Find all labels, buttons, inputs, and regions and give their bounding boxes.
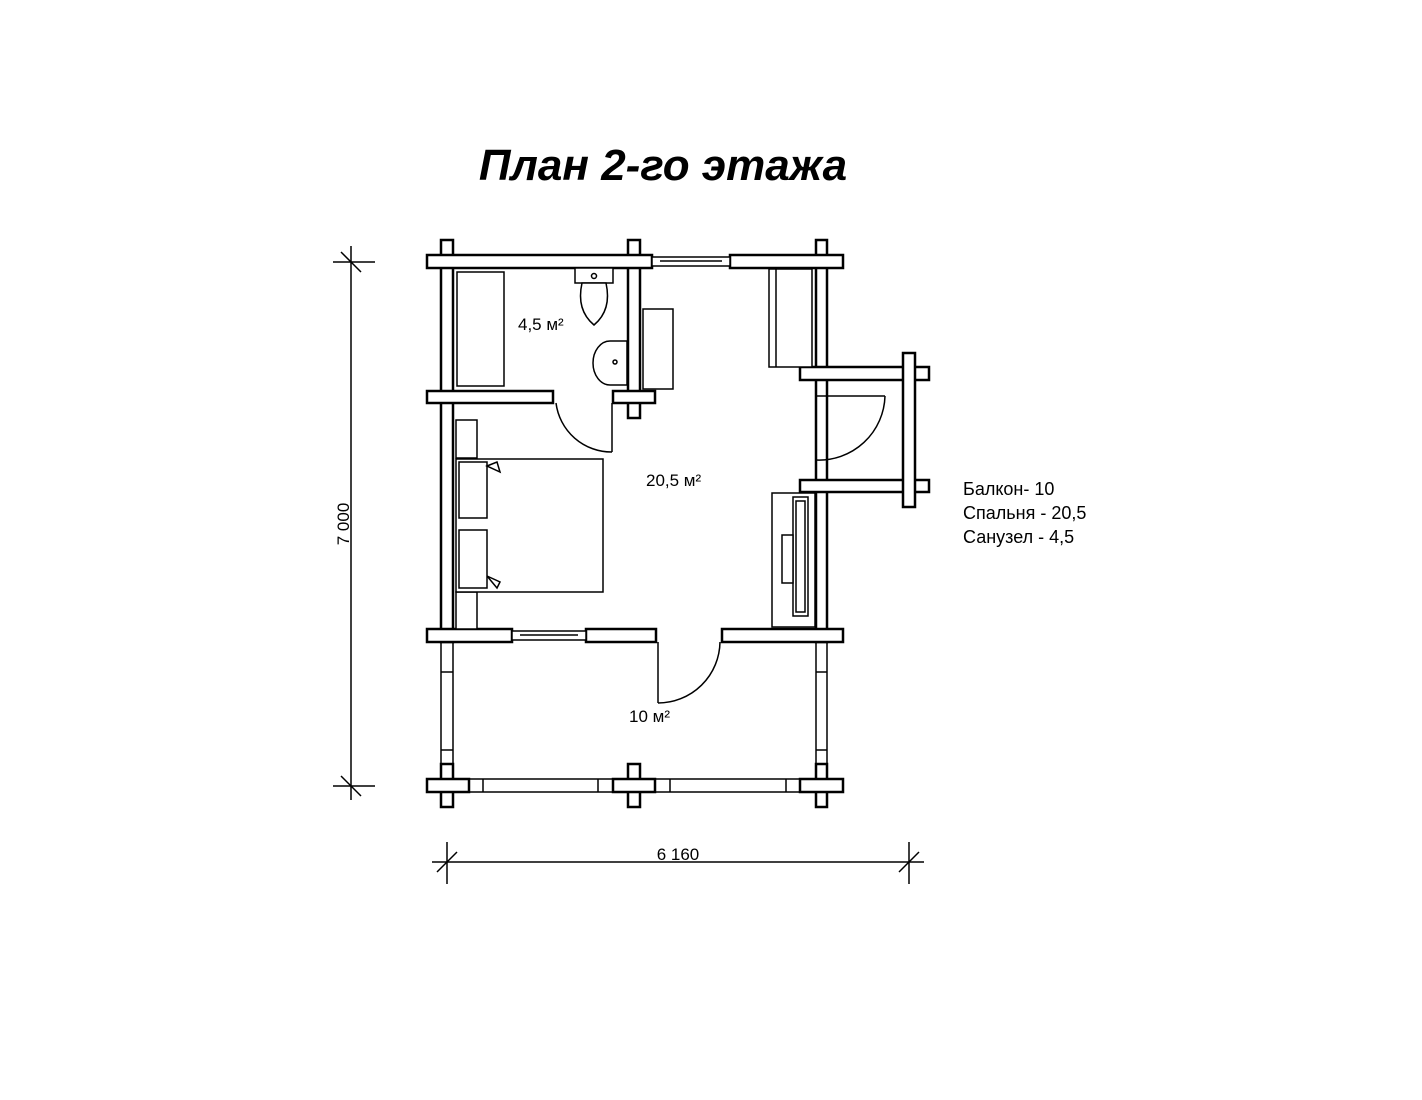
- doors: [555, 395, 886, 704]
- bathroom-area: 4,5 м²: [518, 315, 564, 334]
- legend-bedroom: Спальня - 20,5: [963, 503, 1086, 523]
- nightstand-top: [455, 419, 478, 459]
- height-dimension: 7 000: [334, 503, 353, 546]
- dimension-horizontal: [432, 842, 924, 884]
- toilet-bowl: [579, 282, 609, 326]
- cabinet: [642, 308, 674, 390]
- windows: [511, 256, 731, 641]
- dimension-vertical: [333, 246, 375, 800]
- plan-title: План 2-го этажа: [479, 141, 847, 190]
- sink: [592, 340, 628, 386]
- walls: [425, 238, 931, 809]
- legend-bathroom: Санузел - 4,5: [963, 527, 1074, 547]
- nightstand-bottom: [455, 591, 478, 630]
- legend-balcony: Балкон- 10: [963, 479, 1054, 499]
- balcony-railing: [440, 641, 828, 793]
- pillow: [458, 461, 488, 519]
- bedroom-area: 20,5 м²: [646, 471, 701, 490]
- pillow: [458, 529, 488, 589]
- balcony-area: 10 м²: [629, 707, 670, 726]
- width-dimension: 6 160: [657, 845, 700, 864]
- bathtub: [456, 271, 505, 387]
- toilet-tank: [574, 267, 614, 284]
- furniture: [455, 267, 816, 630]
